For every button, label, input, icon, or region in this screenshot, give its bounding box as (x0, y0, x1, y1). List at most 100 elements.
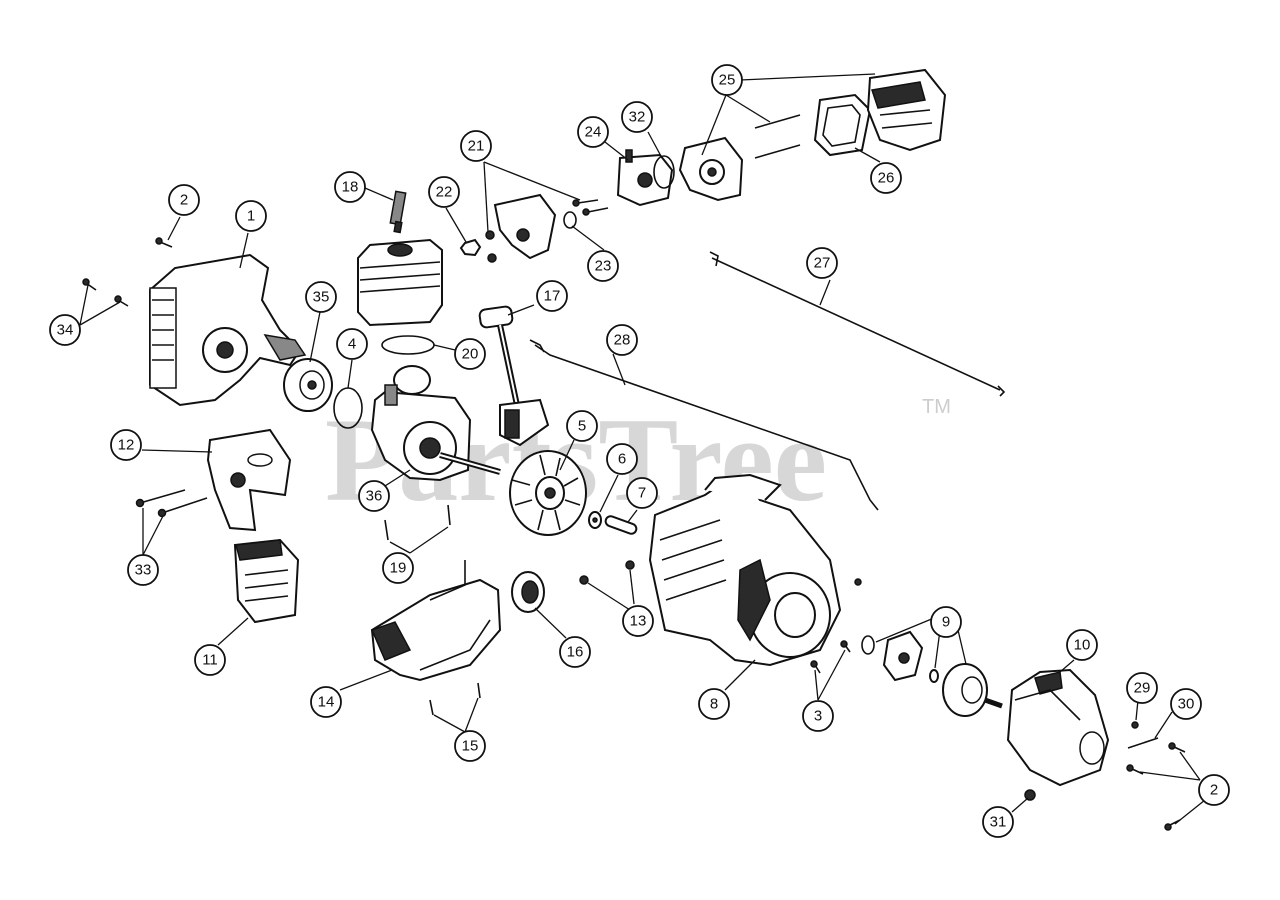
callout-3: 3 (802, 700, 834, 732)
callout-13: 13 (622, 605, 654, 637)
callout-17: 17 (536, 280, 568, 312)
part-16-clutch-drum (511, 571, 545, 613)
callout-10: 10 (1066, 629, 1098, 661)
part-17-ignition-coil (478, 305, 550, 447)
part-small-screws (810, 578, 862, 674)
callout-12: 12 (110, 429, 142, 461)
svg-text:29: 29 (1134, 680, 1151, 697)
svg-text:22: 22 (436, 184, 453, 201)
callout-30: 30 (1170, 688, 1202, 720)
part-clutch-bearing (942, 663, 1003, 717)
svg-text:1: 1 (247, 208, 255, 225)
svg-text:28: 28 (614, 332, 631, 349)
part-21-bracket (493, 193, 609, 260)
part-31-nut (1024, 789, 1036, 801)
part-27-throttle-rod (709, 251, 1006, 397)
callout-32: 32 (621, 101, 653, 133)
callout-20: 20 (454, 338, 486, 370)
svg-text:31: 31 (990, 814, 1007, 831)
callout-35: 35 (305, 281, 337, 313)
part-13-screws (579, 560, 635, 585)
callout-2-top: 2 (168, 184, 200, 216)
svg-text:34: 34 (57, 322, 74, 339)
watermark-trademark: TM (922, 396, 951, 418)
part-14-lower-housing (370, 560, 502, 682)
part-8-main-housing (648, 473, 842, 667)
part-36-crankcase (370, 365, 501, 482)
part-12-heat-shield (206, 428, 292, 532)
svg-text:20: 20 (462, 346, 479, 363)
svg-text:26: 26 (878, 170, 895, 187)
part-35-starter-pulley (283, 358, 333, 412)
part-7-pin (604, 515, 638, 535)
part-2-screws-right (1126, 742, 1186, 831)
callout-24: 24 (577, 116, 609, 148)
svg-text:25: 25 (719, 72, 736, 89)
callout-9: 9 (930, 606, 962, 638)
callout-34: 34 (49, 314, 81, 346)
callout-15: 15 (454, 730, 486, 762)
part-6-washer (588, 511, 602, 529)
svg-text:32: 32 (629, 109, 646, 126)
part-19-screws (384, 504, 451, 541)
svg-text:16: 16 (567, 644, 584, 661)
svg-text:3: 3 (814, 708, 822, 725)
part-18-spark-plug (389, 190, 407, 234)
part-15-screws (429, 682, 481, 716)
part-29-screw (1131, 721, 1139, 729)
svg-text:13: 13 (630, 613, 647, 630)
part-23-ring (563, 211, 577, 229)
part-2-screw-top (155, 237, 173, 248)
callout-2-right: 2 (1198, 774, 1230, 806)
svg-text:35: 35 (313, 289, 330, 306)
callout-7: 7 (626, 477, 658, 509)
part-9-clutch-assembly (861, 630, 939, 683)
svg-text:33: 33 (135, 562, 152, 579)
svg-text:5: 5 (578, 418, 586, 435)
callout-36: 36 (358, 480, 390, 512)
part-32-gasket (653, 155, 675, 189)
callout-27: 27 (806, 247, 838, 279)
svg-text:6: 6 (618, 451, 626, 468)
svg-text:17: 17 (544, 288, 561, 305)
part-33-long-bolts (135, 489, 208, 518)
part-25-long-screws (754, 114, 801, 159)
callout-11: 11 (194, 644, 226, 676)
callout-16: 16 (559, 636, 591, 668)
callout-18: 18 (334, 171, 366, 203)
svg-text:8: 8 (710, 696, 718, 713)
part-22-nut (459, 230, 497, 263)
part-1-engine-shroud (149, 253, 307, 407)
part-cylinder (357, 238, 443, 327)
svg-text:7: 7 (638, 485, 646, 502)
callout-8: 8 (698, 688, 730, 720)
svg-text:18: 18 (342, 179, 359, 196)
svg-text:10: 10 (1074, 637, 1091, 654)
part-24-carburetor (616, 149, 674, 207)
svg-text:9: 9 (942, 614, 950, 631)
svg-text:15: 15 (462, 738, 479, 755)
callout-19: 19 (382, 552, 414, 584)
callout-1: 1 (235, 200, 267, 232)
callout-4: 4 (336, 328, 368, 360)
svg-text:19: 19 (390, 560, 407, 577)
svg-text:2: 2 (180, 192, 188, 209)
svg-text:4: 4 (348, 336, 356, 353)
part-25-air-filter-base (678, 136, 744, 202)
part-30-bolt (1127, 737, 1159, 749)
part-34-screws (82, 278, 129, 307)
svg-text:24: 24 (585, 124, 602, 141)
part-11-muffler (233, 538, 300, 624)
svg-text:14: 14 (318, 694, 335, 711)
svg-text:11: 11 (202, 652, 218, 669)
callout-29: 29 (1126, 672, 1158, 704)
svg-text:12: 12 (118, 437, 135, 454)
callout-14: 14 (310, 686, 342, 718)
svg-text:27: 27 (814, 255, 831, 272)
callout-6: 6 (606, 443, 638, 475)
callout-23: 23 (587, 250, 619, 282)
svg-text:23: 23 (595, 258, 612, 275)
part-20-gasket (381, 335, 435, 355)
svg-text:30: 30 (1178, 696, 1195, 713)
